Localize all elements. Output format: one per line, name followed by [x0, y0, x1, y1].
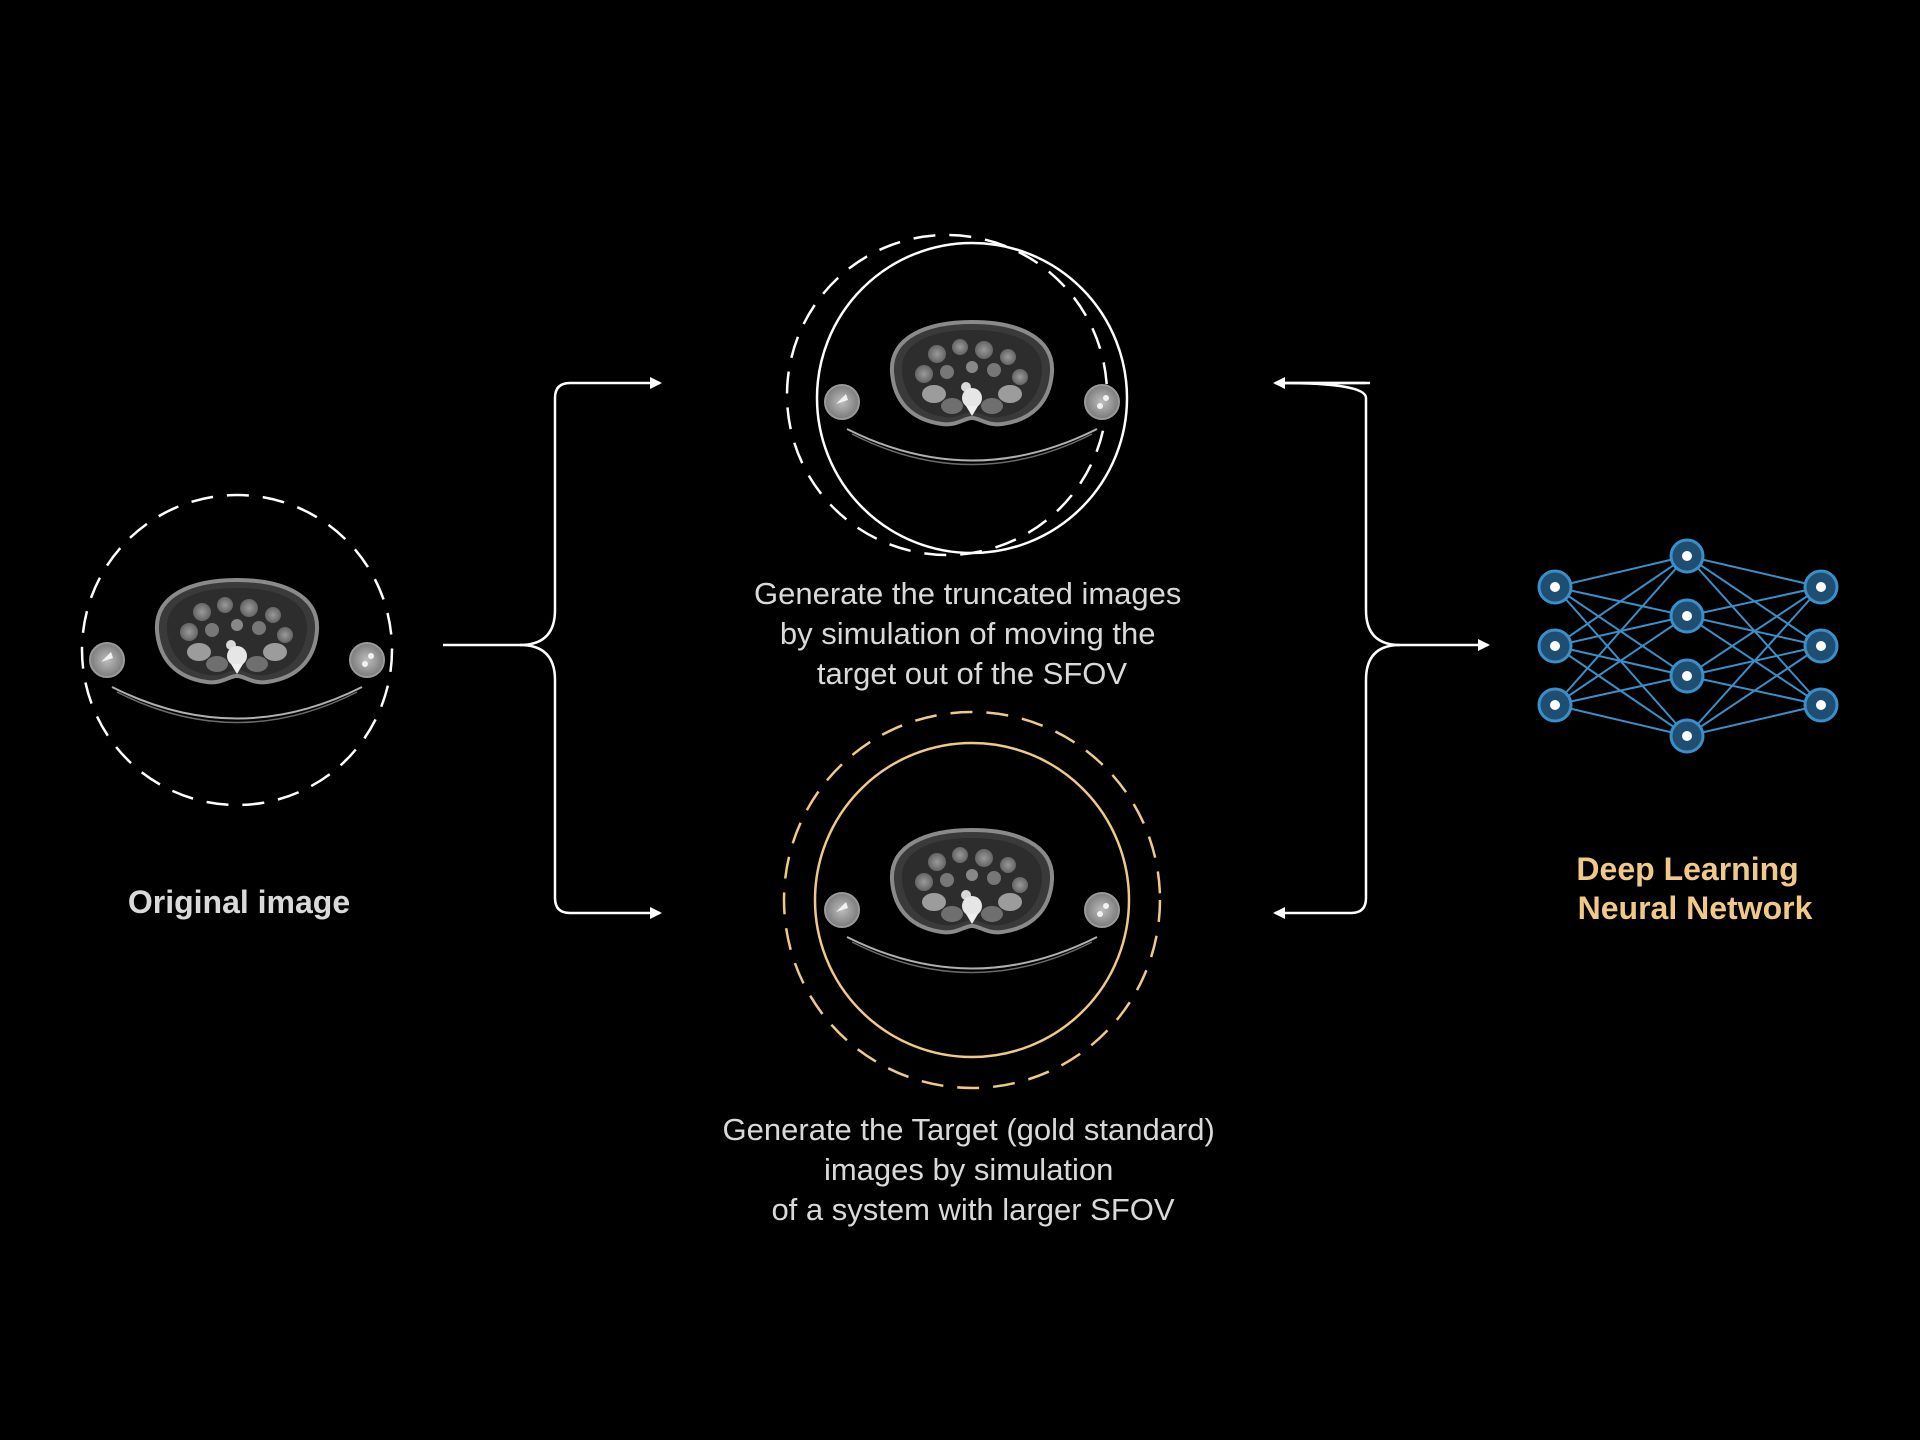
target-image-group: Generate the Target (gold standard) imag… [723, 710, 1224, 1227]
network-node-core [1550, 582, 1560, 592]
original-sfov-dashed-circle [80, 493, 394, 807]
network-node-core [1816, 641, 1826, 651]
network-connection [1554, 615, 1688, 706]
target-sfov-solid-circle [813, 741, 1131, 1059]
target-caption-line: of a system with larger SFOV [771, 1192, 1174, 1227]
network-node-core [1816, 700, 1826, 710]
network-connection [1686, 645, 1822, 737]
ct-scan-icon [823, 320, 1121, 467]
network-node-core [1682, 611, 1692, 621]
network-connection [1554, 704, 1688, 737]
network-connection [1686, 555, 1822, 588]
network-node-core [1682, 671, 1692, 681]
target-caption: Generate the Target (gold standard) imag… [723, 1112, 1224, 1227]
network-connection [1554, 555, 1688, 706]
target-caption-line: images by simulation [824, 1152, 1113, 1187]
network-node-core [1682, 551, 1692, 561]
network-connection [1554, 675, 1688, 706]
target-larger-sfov-dashed-circle [782, 710, 1162, 1090]
network-label-line: Neural Network [1578, 890, 1813, 926]
truncated-image-group: Generate the truncated images by simulat… [754, 233, 1190, 691]
network-node-core [1816, 582, 1826, 592]
network-label-line: Deep Learning [1576, 851, 1798, 887]
original-image-group: Original image [80, 493, 394, 920]
network-node-core [1550, 641, 1560, 651]
network-connection [1554, 555, 1688, 588]
original-image-label: Original image [128, 884, 350, 920]
ct-scan-icon [823, 828, 1121, 975]
truncated-caption-line: by simulation of moving the [780, 616, 1156, 651]
truncated-caption-line: target out of the SFOV [817, 656, 1127, 691]
network-label: Deep Learning Neural Network [1576, 851, 1812, 926]
network-connection [1686, 586, 1822, 677]
network-connection [1686, 586, 1822, 737]
merge-arrows [1273, 377, 1490, 919]
ct-scan-icon [88, 578, 386, 725]
network-node-core [1682, 731, 1692, 741]
truncated-caption-line: Generate the truncated images [754, 576, 1181, 611]
target-caption-line: Generate the Target (gold standard) [723, 1112, 1215, 1147]
network-node-core [1550, 700, 1560, 710]
truncated-caption: Generate the truncated images by simulat… [754, 576, 1190, 691]
network-connection [1554, 555, 1688, 647]
network-connection [1686, 586, 1822, 617]
network-connection [1686, 704, 1822, 737]
neural-network-icon [1537, 538, 1839, 754]
split-arrows [443, 377, 662, 919]
